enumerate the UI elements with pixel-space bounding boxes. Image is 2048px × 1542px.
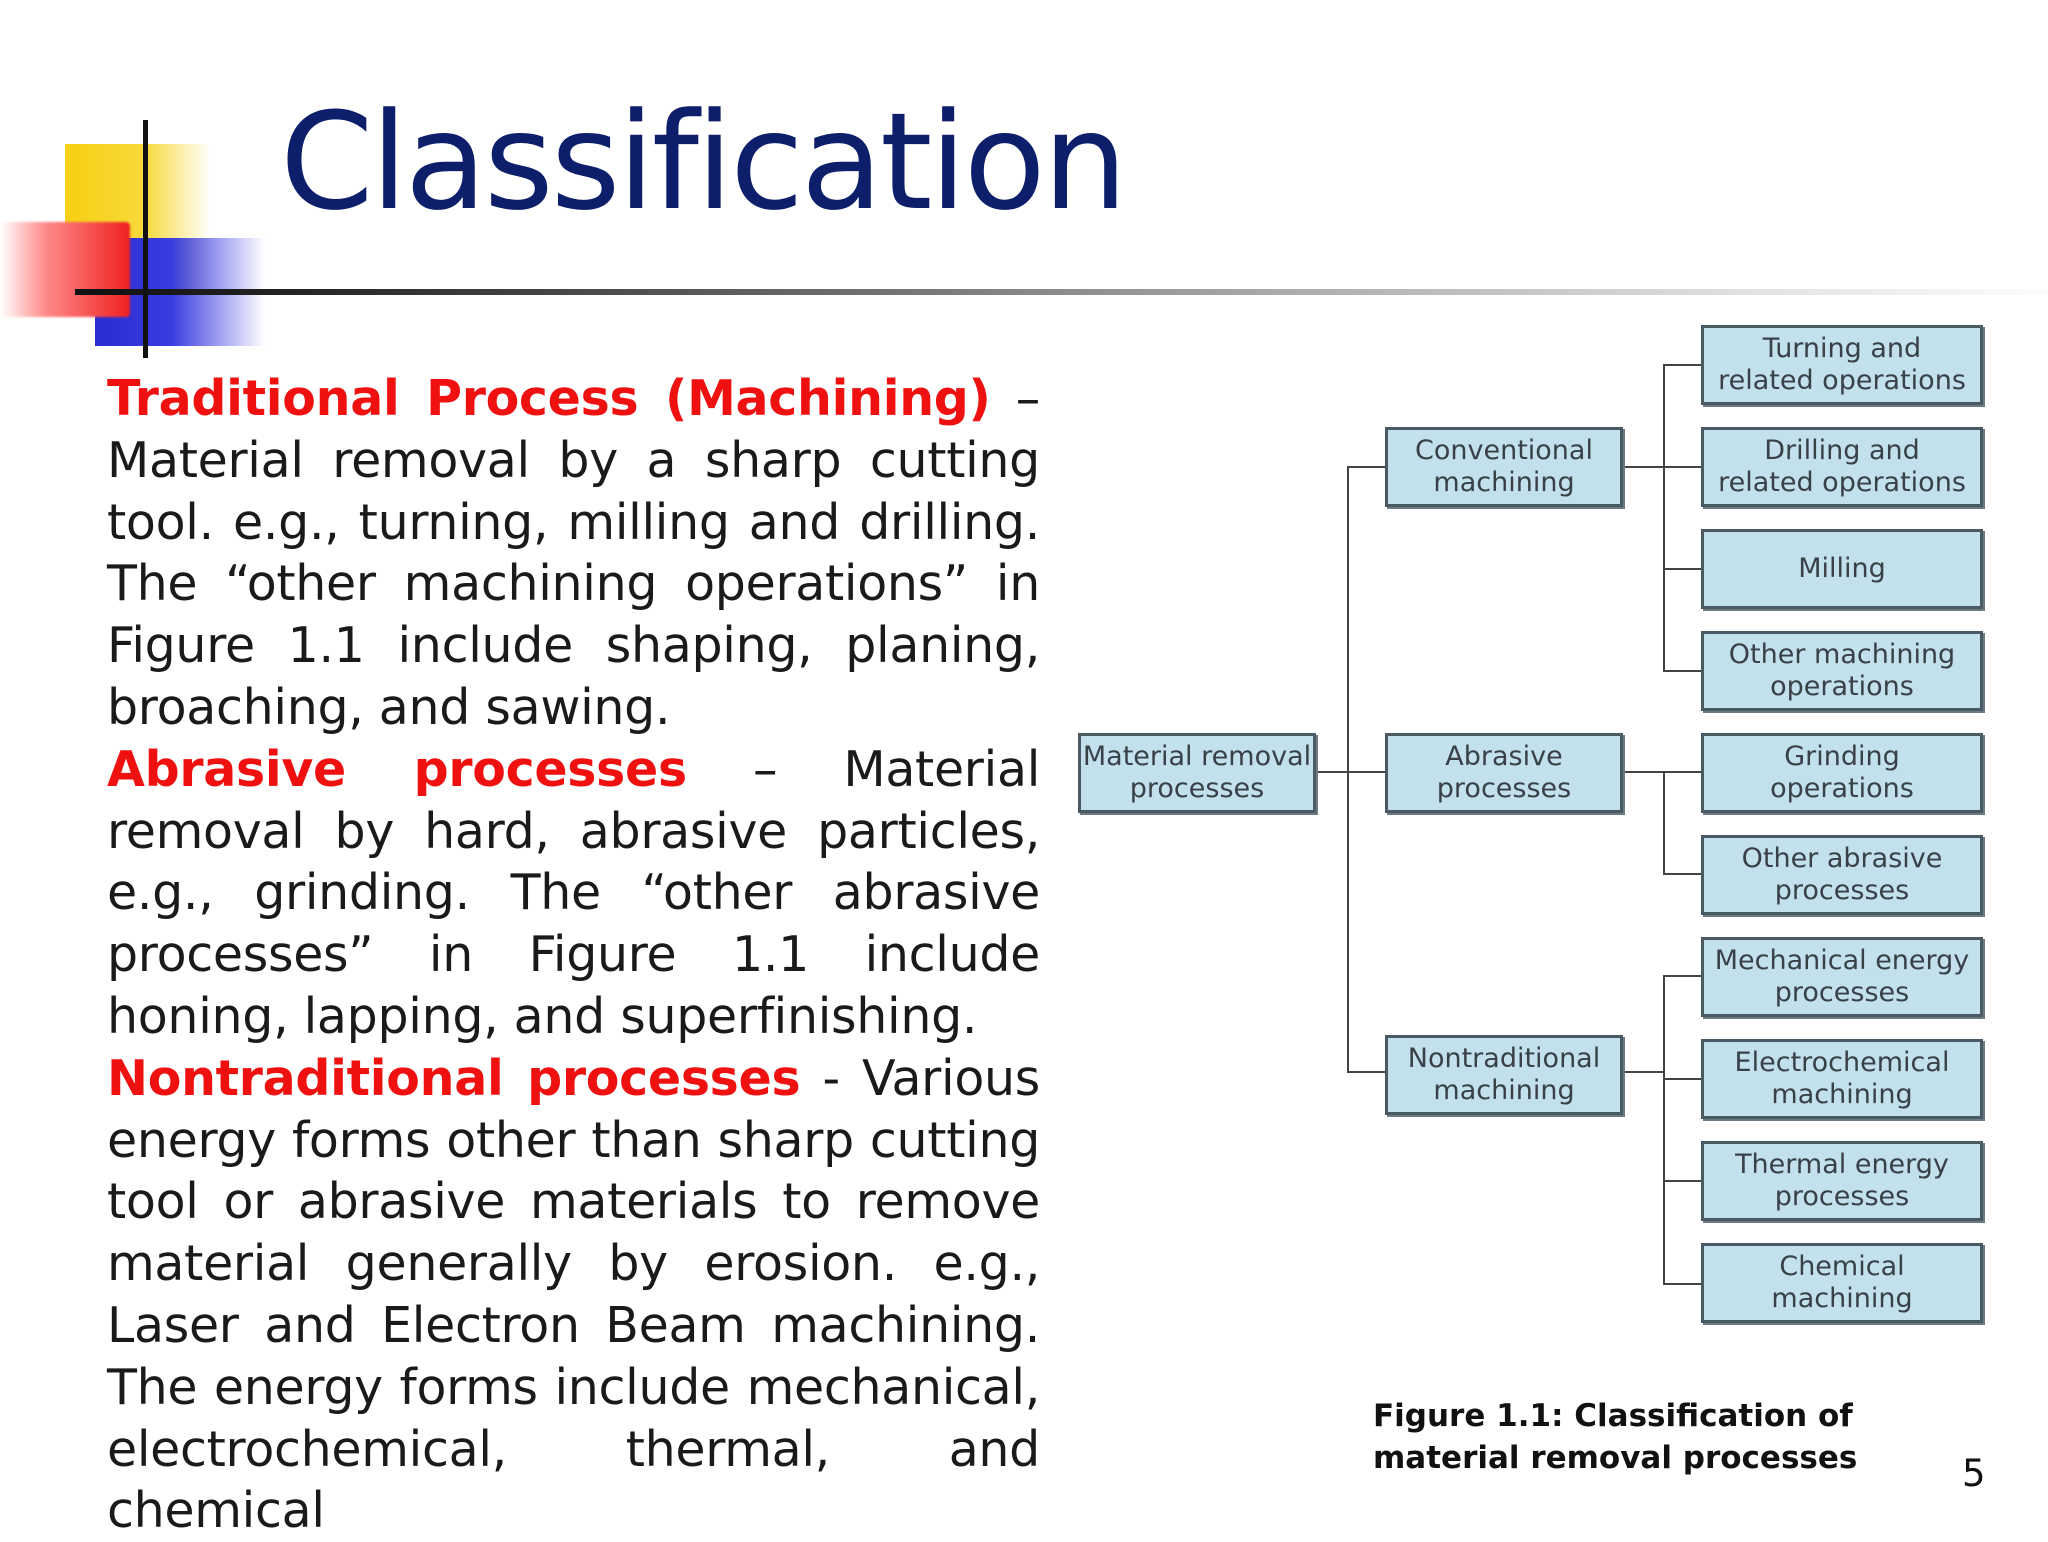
connector xyxy=(1663,975,1665,1283)
paragraph-abrasive: Abrasive processes – Material removal by… xyxy=(107,739,1040,1048)
connector xyxy=(1663,771,1701,773)
connector xyxy=(1663,670,1701,672)
page-number: 5 xyxy=(1962,1452,1986,1495)
connector xyxy=(1663,1078,1701,1080)
connector xyxy=(1663,1180,1701,1182)
node-other-abrasive: Other abrasive processes xyxy=(1701,835,1983,915)
figure-caption: Figure 1.1: Classification of material r… xyxy=(1373,1395,1857,1479)
connector xyxy=(1663,975,1701,977)
node-grinding: Grinding operations xyxy=(1701,733,1983,813)
term-nontraditional: Nontraditional processes xyxy=(107,1049,801,1107)
decor-red-square xyxy=(0,222,130,317)
node-mechanical-energy: Mechanical energy processes xyxy=(1701,937,1983,1017)
paragraph-traditional: Traditional Process (Machining) – Materi… xyxy=(107,368,1040,739)
caption-line-1: Figure 1.1: Classification of xyxy=(1373,1398,1853,1434)
body-text: Traditional Process (Machining) – Materi… xyxy=(107,368,1040,1542)
term-traditional: Traditional Process (Machining) xyxy=(107,370,991,427)
node-root: Material removal processes xyxy=(1078,733,1316,813)
connector xyxy=(1347,771,1385,773)
connector xyxy=(1317,771,1347,773)
node-chemical-machining: Chemical machining xyxy=(1701,1243,1983,1323)
node-drilling: Drilling and related operations xyxy=(1701,427,1983,507)
node-thermal-energy: Thermal energy processes xyxy=(1701,1141,1983,1221)
connector xyxy=(1663,364,1701,366)
decor-vertical-line xyxy=(143,120,148,358)
title-underline xyxy=(75,289,2048,295)
node-nontraditional-machining: Nontraditional machining xyxy=(1385,1035,1623,1115)
term-abrasive: Abrasive processes xyxy=(107,740,687,798)
connector xyxy=(1663,1283,1701,1285)
connector xyxy=(1347,1071,1385,1073)
connector xyxy=(1623,1071,1663,1073)
connector xyxy=(1663,873,1701,875)
paragraph-nontraditional: Nontraditional processes - Various energ… xyxy=(107,1048,1040,1542)
text-nontraditional: - Various energy forms other than sharp … xyxy=(107,1049,1040,1540)
connector xyxy=(1347,466,1385,468)
caption-line-2: material removal processes xyxy=(1373,1440,1858,1476)
classification-diagram: Material removal processes Conventional … xyxy=(1070,318,2000,1338)
connector xyxy=(1663,771,1665,873)
text-traditional: – Material removal by a sharp cutting to… xyxy=(107,370,1040,736)
node-turning: Turning and related operations xyxy=(1701,325,1983,405)
node-abrasive-processes: Abrasive processes xyxy=(1385,733,1623,813)
text-abrasive: – Material removal by hard, abrasive par… xyxy=(107,740,1041,1045)
connector xyxy=(1623,771,1663,773)
connector xyxy=(1663,466,1701,468)
node-other-machining: Other machining operations xyxy=(1701,631,1983,711)
connector xyxy=(1347,466,1349,1071)
connector xyxy=(1663,364,1665,672)
slide-title: Classification xyxy=(280,84,1128,240)
node-milling: Milling xyxy=(1701,529,1983,609)
connector xyxy=(1623,466,1663,468)
node-conventional-machining: Conventional machining xyxy=(1385,427,1623,507)
node-electrochemical: Electrochemical machining xyxy=(1701,1039,1983,1119)
connector xyxy=(1663,568,1701,570)
